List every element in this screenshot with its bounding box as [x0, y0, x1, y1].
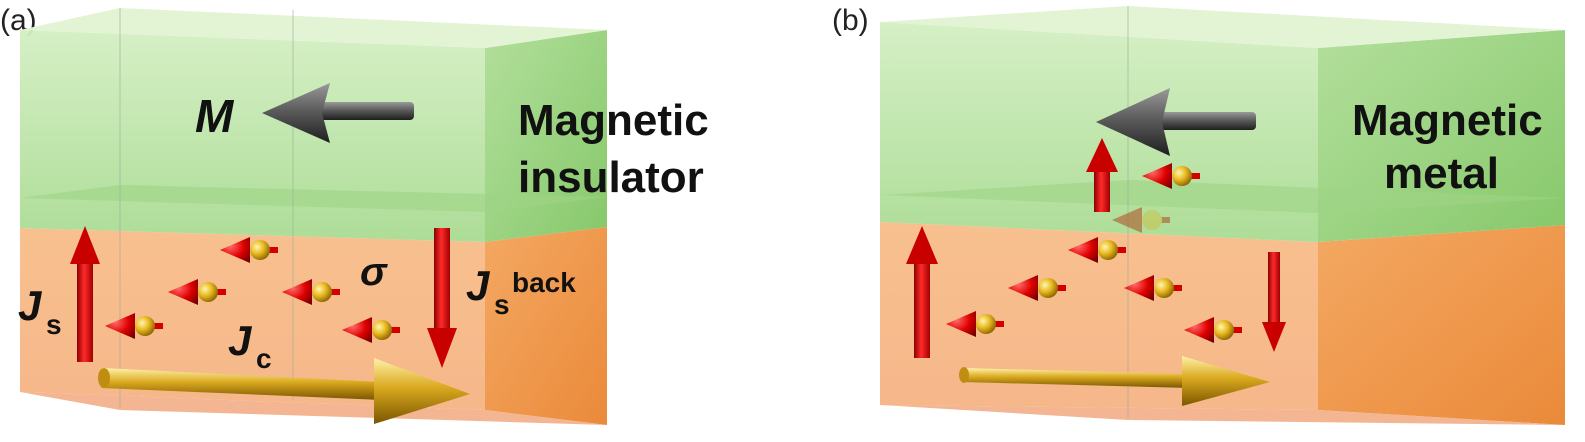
electron-spin [1124, 275, 1182, 301]
panel-a-backflow-superscript: back [512, 267, 576, 298]
electron-spin [1184, 317, 1242, 343]
panel-b-bottom-layer [880, 222, 1565, 425]
panel-b-top-layer [880, 6, 1565, 242]
electron-spin-faded [1112, 207, 1170, 233]
panel-a-magnetization-arrow [262, 83, 414, 143]
panel-a-electrons [105, 237, 400, 343]
electron-spin [282, 279, 340, 305]
panel-a-spin-current-arrow [70, 226, 100, 362]
panel-a-spin-current-subscript: s [46, 309, 62, 340]
panel-b-layer-label-line1: Magnetic [1352, 96, 1543, 145]
electron-spin [342, 317, 400, 343]
panel-b-label: (b) [832, 4, 869, 37]
electron-spin [1008, 275, 1066, 301]
panel-b: (b) Magnetic metal [832, 4, 1565, 425]
panel-b-charge-current-arrow [959, 356, 1270, 406]
panel-b-electrons [946, 163, 1242, 343]
panel-a-magnetization-symbol: M [195, 90, 235, 142]
panel-b-layer-label-line2: metal [1384, 149, 1499, 198]
panel-b-spin-current-arrow [906, 226, 938, 358]
panel-a-backflow-subscript: s [494, 289, 510, 320]
electron-spin [105, 313, 163, 339]
panel-a-layer-label-line1: Magnetic [518, 96, 709, 145]
panel-a-layer-label-line2: insulator [518, 153, 704, 202]
panel-a-top-layer [20, 8, 607, 242]
panel-b-backflow-arrow [1262, 252, 1286, 352]
panel-a-hidden-edges [119, 8, 294, 408]
electron-spin [220, 237, 278, 263]
panel-a-spin-polarization-symbol: σ [360, 250, 388, 294]
panel-b-magnetization-arrow [1096, 88, 1256, 156]
electron-spin [168, 279, 226, 305]
panel-a-backflow-arrow [427, 228, 457, 368]
panel-a: (a) M Magnetic insulator [0, 4, 709, 425]
electron-spin [1068, 237, 1126, 263]
electron-spin [946, 311, 1004, 337]
panel-b-spin-injection-arrow [1086, 138, 1118, 212]
panel-a-spin-current-symbol: J [18, 282, 43, 329]
panel-a-backflow-symbol: J [466, 262, 491, 309]
panel-a-charge-current-arrow [98, 358, 470, 424]
panel-a-bottom-layer [20, 227, 607, 425]
electron-spin [1142, 163, 1200, 189]
panel-a-charge-current-symbol: J [228, 317, 253, 364]
panel-a-charge-current-subscript: c [256, 343, 272, 374]
